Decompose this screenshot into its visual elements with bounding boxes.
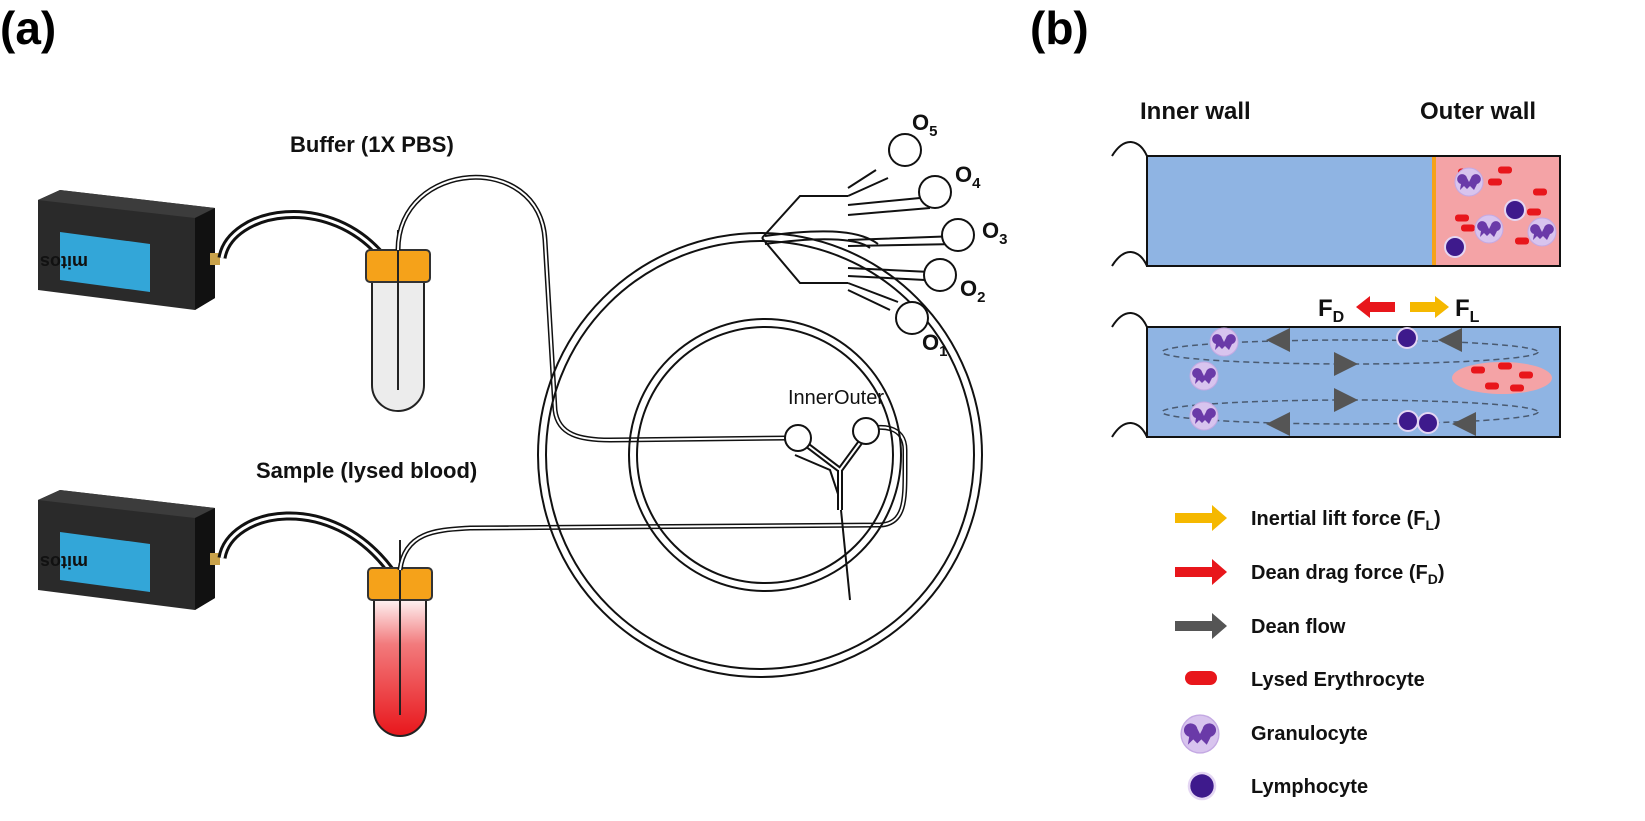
outer-wall-label: Outer wall — [1420, 98, 1536, 125]
sample-line — [397, 424, 908, 571]
outlet-label-o5: O5 — [912, 110, 937, 140]
pump-screen — [60, 232, 150, 292]
flow-arrow-icon — [1175, 613, 1227, 639]
legend-label-flow: Dean flow — [1251, 616, 1346, 638]
outer-inlet-label: Outer — [834, 387, 884, 409]
fd-arrow — [1356, 296, 1395, 318]
lymphocyte-icon — [1187, 771, 1217, 801]
legend-label-lift: Inertial lift force (FL) — [1251, 508, 1441, 533]
inner-wall-label: Inner wall — [1140, 98, 1251, 125]
pump-brand: mitos — [40, 252, 88, 272]
inner-inlet — [784, 424, 812, 452]
outlet-o4 — [918, 175, 952, 209]
buffer-tube — [365, 230, 431, 412]
outlet-label-o2: O2 — [960, 276, 985, 306]
outlet-o3 — [941, 218, 975, 252]
legend-label-lymphocyte: Lymphocyte — [1251, 776, 1368, 798]
drag-arrow-icon — [1175, 559, 1227, 585]
outlet-label-o3: O3 — [982, 218, 1007, 248]
inlet-junction — [784, 417, 880, 510]
fd-label: FD — [1318, 295, 1344, 326]
outlet-o5 — [888, 133, 922, 167]
legend: Inertial lift force (FL) Dean drag force… — [1175, 505, 1445, 801]
legend-label-granulocyte: Granulocyte — [1251, 723, 1368, 745]
outlet-expansion — [761, 133, 975, 335]
outlet-label-o4: O4 — [955, 162, 981, 192]
panel-label-b: (b) — [1030, 2, 1089, 54]
pump-brand: mitos — [40, 552, 88, 572]
outlet-o1 — [895, 301, 929, 335]
spiral-channel — [537, 230, 983, 678]
pump-screen — [60, 532, 150, 592]
outer-inlet — [852, 417, 880, 445]
dean-flow-arrows — [1266, 328, 1476, 436]
lift-arrow-icon — [1175, 505, 1227, 531]
fl-arrow — [1410, 296, 1449, 318]
panel-label-a: (a) — [0, 2, 56, 54]
pump-top: mitos — [38, 190, 220, 310]
outlet-o2 — [923, 258, 957, 292]
erythrocyte-icon — [1185, 671, 1217, 685]
sample-tube — [367, 540, 433, 737]
legend-label-drag: Dean drag force (FD) — [1251, 562, 1445, 587]
channel-top-view — [1111, 141, 1561, 267]
legend-label-erythrocyte: Lysed Erythrocyte — [1251, 669, 1425, 691]
sample-label: Sample (lysed blood) — [256, 458, 477, 483]
channel-cross-section — [1111, 312, 1561, 438]
buffer-label: Buffer (1X PBS) — [290, 132, 454, 157]
fl-label: FL — [1455, 295, 1480, 326]
granulocyte-icon — [1180, 714, 1220, 754]
inner-inlet-label: Inner — [788, 387, 834, 409]
outlet-label-o1: O1 — [922, 330, 947, 360]
pump-bottom: mitos — [38, 490, 220, 610]
